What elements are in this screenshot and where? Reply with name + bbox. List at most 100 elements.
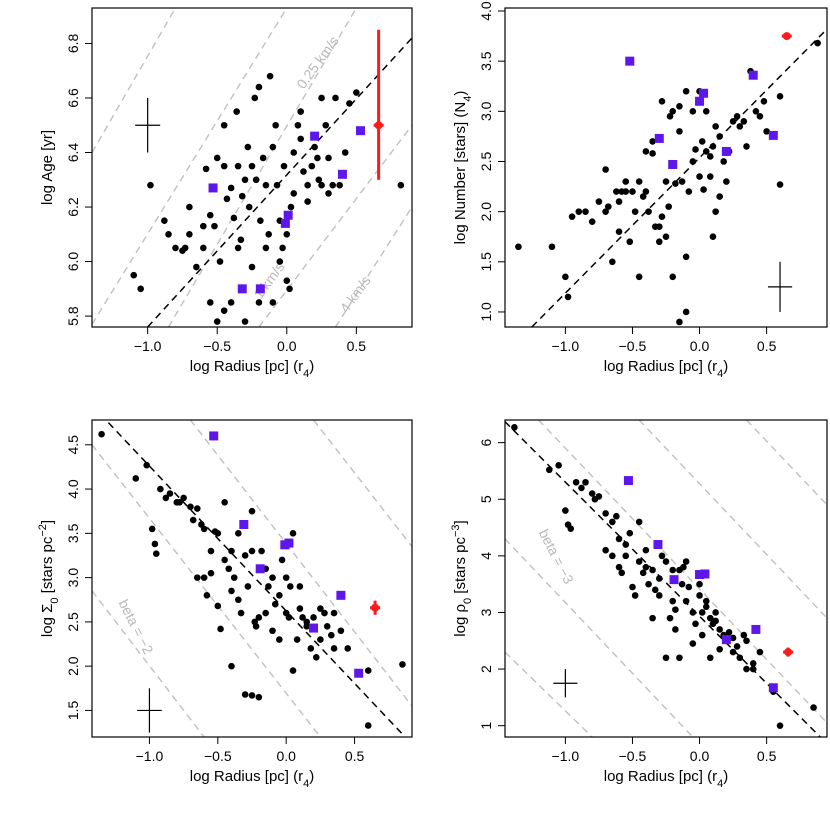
- highlight-square: [654, 133, 664, 143]
- data-point: [137, 285, 144, 293]
- y-axis-label-part: log Number [stars] (N: [452, 102, 469, 245]
- data-point: [202, 165, 210, 173]
- guide-line-2: [92, 444, 321, 737]
- data-point: [662, 654, 670, 662]
- x-axis-label: log Radius [pc] (r4): [604, 768, 729, 790]
- data-point: [613, 188, 620, 195]
- data-point: [233, 108, 240, 115]
- x-tick-label: 0.0: [690, 338, 710, 354]
- data-point: [709, 143, 717, 150]
- y-axis-label-part: ]: [452, 520, 469, 524]
- x-tick-label: 0.0: [277, 338, 297, 354]
- data-point: [696, 580, 703, 588]
- data-point: [297, 135, 304, 143]
- data-point: [665, 203, 672, 210]
- plot-frame: [504, 7, 828, 328]
- data-point: [290, 149, 298, 156]
- data-point: [234, 162, 242, 170]
- data-point: [221, 499, 228, 506]
- data-point: [662, 558, 670, 565]
- data-point: [626, 238, 634, 246]
- data-point: [276, 592, 283, 599]
- data-point: [756, 648, 764, 656]
- guide-line-3: [167, 8, 357, 327]
- data-point: [346, 100, 353, 107]
- data-point: [716, 626, 723, 633]
- data-point: [187, 503, 194, 511]
- highlight-square: [356, 126, 366, 136]
- x-tick-label: −0.5: [619, 338, 647, 354]
- data-point: [602, 510, 609, 517]
- data-point: [712, 208, 719, 215]
- x-tick-label: 0.0: [690, 748, 710, 764]
- x-tick-label: −0.5: [204, 748, 232, 764]
- data-point: [265, 230, 272, 238]
- data-point: [575, 208, 583, 215]
- data-point: [655, 238, 663, 246]
- x-tick-label: −0.5: [619, 748, 647, 764]
- y-axis-label-part: [stars pc: [452, 537, 469, 598]
- data-point: [245, 203, 253, 211]
- data-point: [709, 233, 717, 241]
- data-point: [297, 108, 304, 115]
- data-point: [752, 108, 760, 115]
- data-point: [237, 609, 245, 617]
- data-point: [588, 218, 596, 225]
- data-point: [615, 228, 623, 236]
- x-tick-label: −1.0: [136, 748, 164, 764]
- data-point: [364, 667, 372, 674]
- data-point: [282, 574, 290, 581]
- fit-line: [531, 28, 827, 327]
- data-point: [649, 566, 656, 574]
- highlight-square: [255, 564, 265, 574]
- data-point: [166, 490, 174, 497]
- data-point: [206, 299, 214, 306]
- data-point: [622, 541, 630, 548]
- x-tick-label: 0.5: [347, 338, 367, 354]
- data-point: [213, 154, 221, 162]
- data-point: [678, 580, 686, 588]
- y-axis-label: log Number [stars] (N4): [452, 91, 474, 245]
- data-point: [248, 263, 256, 271]
- x-tick-label: −1.0: [552, 748, 580, 764]
- data-point: [672, 606, 679, 613]
- data-point: [649, 150, 656, 157]
- data-point: [676, 128, 683, 135]
- data-point: [285, 614, 293, 621]
- data-point: [689, 609, 697, 616]
- data-point: [269, 574, 276, 581]
- data-point: [276, 636, 283, 643]
- data-point: [143, 461, 151, 469]
- data-point: [631, 592, 639, 599]
- data-point: [283, 230, 291, 238]
- fit-line: [147, 37, 412, 327]
- data-point: [317, 636, 324, 643]
- x-tick-label: −1.0: [552, 338, 580, 354]
- data-point: [207, 569, 215, 577]
- data-point: [666, 614, 674, 622]
- guide-line-2: [505, 538, 694, 737]
- guide-line-1: [92, 8, 177, 153]
- highlight-square: [768, 683, 778, 693]
- guide-line-5: [745, 420, 827, 506]
- data-point: [300, 168, 307, 175]
- x-axis-label-main: log Radius [pc] (r: [190, 768, 303, 785]
- y-tick-label: 5: [478, 495, 494, 503]
- data-point: [642, 148, 650, 155]
- data-point: [244, 583, 252, 590]
- data-point: [151, 540, 159, 548]
- data-point: [328, 631, 335, 639]
- data-point: [241, 318, 249, 325]
- data-point: [299, 614, 306, 621]
- y-tick-label: 4.0: [478, 1, 494, 21]
- data-point: [729, 648, 737, 656]
- data-point: [220, 162, 228, 170]
- y-axis-label-part: 4: [462, 96, 474, 102]
- data-point: [698, 138, 706, 145]
- y-tick-label: 4: [478, 552, 494, 560]
- data-point: [341, 149, 349, 156]
- highlight-square: [623, 476, 633, 486]
- data-point: [605, 203, 612, 210]
- data-point: [399, 661, 406, 668]
